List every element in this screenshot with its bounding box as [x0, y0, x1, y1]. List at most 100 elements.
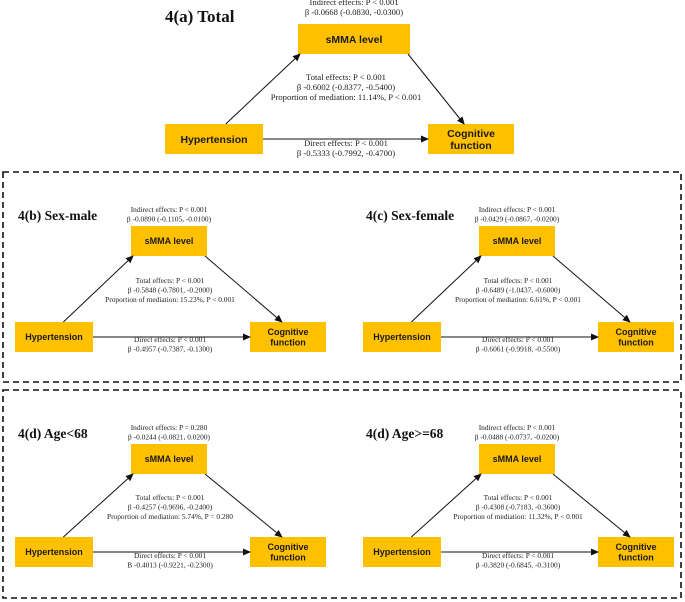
mediator-node-label: sMMA level: [493, 454, 542, 464]
outcome-node-label-line2: function: [450, 140, 491, 152]
panel-title: 4(a) Total: [165, 7, 235, 26]
arrow-exposure-to-mediator: [63, 473, 134, 538]
outcome-node-label-line1: Cognitive: [267, 327, 308, 337]
exposure-node: Hypertension: [15, 537, 93, 567]
panel-title: 4(c) Sex-female: [366, 208, 454, 223]
total-effect-text: Proportion of mediation: 5.74%, P = 0.28…: [107, 512, 233, 521]
exposure-node: Hypertension: [363, 322, 441, 352]
exposure-node-label: Hypertension: [180, 134, 247, 146]
total-effect-text: β -0.6002 (-0.8377, -0.5400): [297, 82, 395, 92]
indirect-effect-text: β -0.0668 (-0.0830, -0.0300): [305, 7, 403, 17]
direct-effect-text: Direct effects: P < 0.001: [134, 335, 206, 344]
indirect-effect-text: β -0.0890 (-0.1105, -0.0100): [127, 214, 212, 223]
exposure-node: Hypertension: [363, 537, 441, 567]
total-effect-text: Proportion of mediation: 6.61%, P < 0.00…: [455, 295, 581, 304]
frame-age: [2, 389, 682, 599]
outcome-node-box: [250, 537, 326, 567]
arrow-mediator-to-outcome: [407, 53, 465, 125]
direct-effect-text: β -0.5333 (-0.7992, -0.4700): [297, 148, 395, 158]
outcome-node-label-line2: function: [270, 338, 306, 348]
outcome-node-label-line2: function: [270, 553, 306, 563]
total-effect-text: Total effects: P < 0.001: [306, 72, 386, 82]
direct-effect-text: Direct effects: P < 0.001: [304, 138, 388, 148]
total-effect-text: β -0.4257 (-0.9696, -0.2400): [128, 502, 213, 511]
direct-effect-text: β -0.4957 (-0.7387, -0.1300): [128, 344, 213, 353]
outcome-node-box: [598, 537, 674, 567]
mediator-node: sMMA level: [131, 444, 207, 474]
indirect-effect-text: β -0.0488 (-0.0737, -0.0200): [475, 432, 560, 441]
direct-effect-text: Direct effects: P < 0.001: [134, 551, 206, 560]
direct-effect-text: Direct effects: P < 0.001: [482, 551, 554, 560]
direct-effect-text: Β -0.4013 (-0.9221, -0.2300): [127, 560, 213, 569]
arrow-exposure-to-mediator: [63, 255, 134, 323]
outcome-node-label-line1: Cognitive: [615, 542, 656, 552]
total-effect-text: Total effects: P < 0.001: [484, 493, 553, 502]
outcome-node-box: [428, 124, 514, 154]
exposure-node: Hypertension: [165, 124, 263, 154]
exposure-node-box: [15, 322, 93, 352]
frame-sex: [2, 171, 682, 383]
exposure-node-label: Hypertension: [25, 332, 83, 342]
exposure-node-box: [363, 537, 441, 567]
exposure-node-box: [363, 322, 441, 352]
outcome-node-label-line1: Cognitive: [447, 128, 495, 140]
mediator-node-box: [131, 226, 207, 256]
mediator-node-label: sMMA level: [145, 236, 194, 246]
indirect-effect-text: Indirect effects: P < 0.001: [479, 205, 556, 214]
indirect-effect-text: Indirect effects: P < 0.001: [479, 423, 556, 432]
arrow-mediator-to-outcome: [552, 255, 631, 323]
total-effect-text: Proportion of mediation: 11.14%, P < 0.0…: [271, 92, 422, 102]
direct-effect-text: β -0.6061 (-0.9918, -0.5500): [476, 344, 561, 353]
mediator-node-box: [479, 226, 555, 256]
indirect-effect-text: Indirect effects: P < 0.001: [309, 0, 398, 7]
mediator-node-box: [298, 24, 410, 54]
exposure-node-label: Hypertension: [25, 547, 83, 557]
direct-effect-text: β -0.3820 (-0.6845, -0.3100): [476, 560, 561, 569]
arrow-exposure-to-mediator: [411, 255, 482, 323]
mediator-node-box: [131, 444, 207, 474]
outcome-node-box: [598, 322, 674, 352]
total-effect-text: β -0.4308 (-0.7183, -0.3600): [476, 502, 561, 511]
exposure-node-box: [15, 537, 93, 567]
arrow-exposure-to-mediator: [225, 53, 301, 125]
total-effect-text: β -0.6489 (-1.0437, -0.6000): [476, 285, 561, 294]
outcome-node-label-line2: function: [618, 338, 654, 348]
panel-title: 4(b) Sex-male: [18, 208, 97, 223]
mediator-node: sMMA level: [479, 226, 555, 256]
panel-title: 4(d) Age<68: [18, 426, 88, 441]
exposure-node-box: [165, 124, 263, 154]
arrow-mediator-to-outcome: [552, 473, 631, 538]
arrow-mediator-to-outcome: [204, 255, 283, 323]
exposure-node-label: Hypertension: [373, 547, 431, 557]
mediator-node-box: [479, 444, 555, 474]
exposure-node-label: Hypertension: [373, 332, 431, 342]
total-effect-text: Proportion of mediation: 15.23%, P < 0.0…: [105, 295, 235, 304]
mediator-node: sMMA level: [479, 444, 555, 474]
total-effect-text: Total effects: P < 0.001: [484, 276, 553, 285]
arrow-mediator-to-outcome: [204, 473, 283, 538]
total-effect-text: Total effects: P < 0.001: [136, 493, 205, 502]
mediator-node-label: sMMA level: [326, 34, 383, 46]
mediator-node-label: sMMA level: [493, 236, 542, 246]
arrow-exposure-to-mediator: [411, 473, 482, 538]
indirect-effect-text: β -0.0429 (-0.0867, -0.0200): [475, 214, 560, 223]
total-effect-text: Total effects: P < 0.001: [136, 276, 205, 285]
direct-effect-text: Direct effects: P < 0.001: [482, 335, 554, 344]
panel-title: 4(d) Age>=68: [366, 426, 444, 441]
indirect-effect-text: Indirect effects: P < 0.001: [131, 205, 208, 214]
outcome-node-label-line2: function: [618, 553, 654, 563]
outcome-node-box: [250, 322, 326, 352]
outcome-node-label-line1: Cognitive: [267, 542, 308, 552]
total-effect-text: Proportion of mediation: 11.32%, P < 0.0…: [453, 512, 583, 521]
indirect-effect-text: Indirect effects: P = 0.280: [131, 423, 208, 432]
mediator-node: sMMA level: [131, 226, 207, 256]
